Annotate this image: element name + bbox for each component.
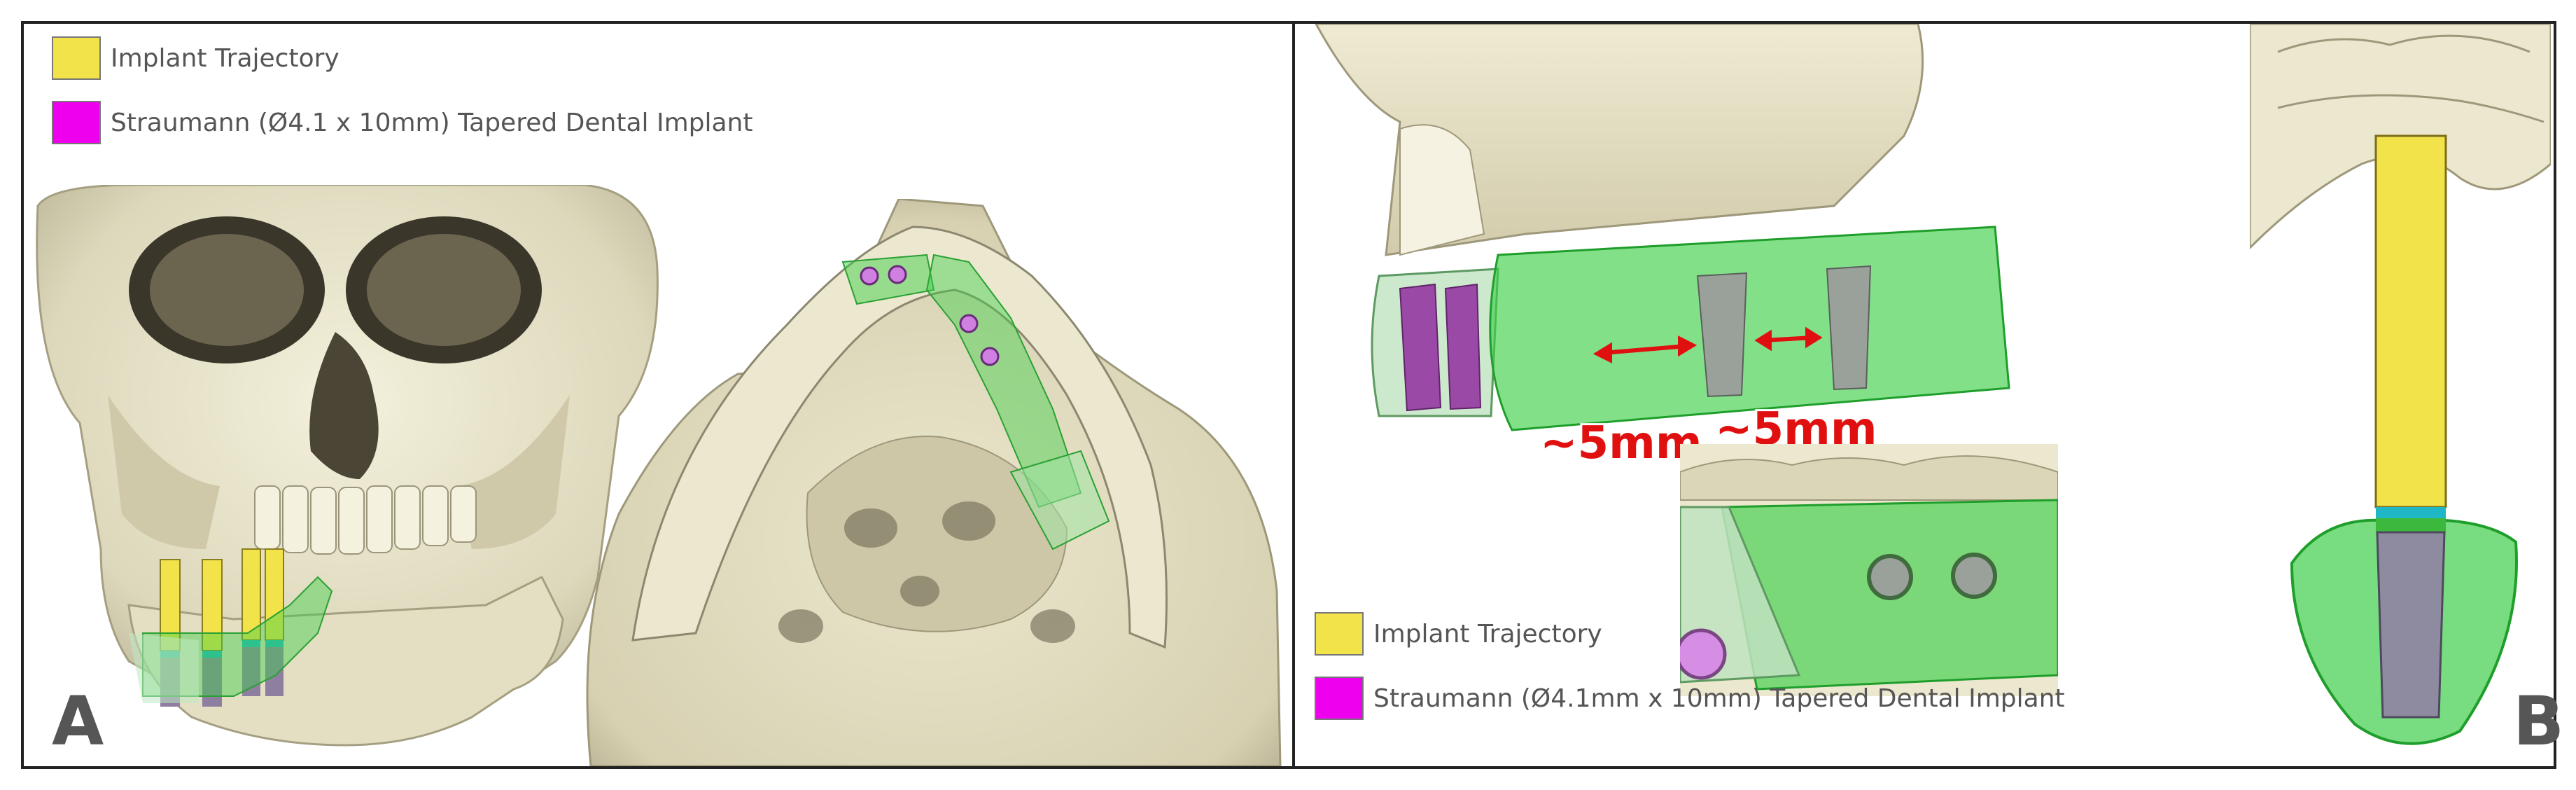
implant-swatch xyxy=(1315,677,1364,720)
legend-label: Straumann (Ø4.1mm x 10mm) Tapered Dental… xyxy=(1373,684,2065,713)
panel-label: A xyxy=(52,682,104,761)
panel-a-legend: Implant Trajectory Straumann (Ø4.1 x 10m… xyxy=(52,36,753,144)
legend-item-trajectory: Implant Trajectory xyxy=(52,36,753,80)
legend-item-trajectory: Implant Trajectory xyxy=(1315,612,2065,656)
trajectory-swatch xyxy=(52,36,101,80)
occlusal-closeup-render xyxy=(1680,444,2058,696)
panel-b-legend: Implant Trajectory Straumann (Ø4.1mm x 1… xyxy=(1315,612,2065,720)
lateral-guide-render: ~5mm ~5mm xyxy=(1315,24,2010,471)
implant-swatch xyxy=(52,101,101,144)
legend-label: Implant Trajectory xyxy=(111,43,340,73)
measure-label-left: ~5mm xyxy=(1540,417,1702,469)
legend-label: Implant Trajectory xyxy=(1373,619,1602,649)
legend-item-implant: Straumann (Ø4.1 x 10mm) Tapered Dental I… xyxy=(52,101,753,144)
frontal-skull-render xyxy=(36,185,659,747)
sagittal-implant-render xyxy=(2250,24,2551,745)
panel-label: B xyxy=(2513,682,2565,761)
inferior-skull-render xyxy=(586,199,1282,766)
legend-item-implant: Straumann (Ø4.1mm x 10mm) Tapered Dental… xyxy=(1315,677,2065,720)
legend-label: Straumann (Ø4.1 x 10mm) Tapered Dental I… xyxy=(111,108,753,137)
trajectory-swatch xyxy=(1315,612,1364,656)
panel-a: Implant Trajectory Straumann (Ø4.1 x 10m… xyxy=(21,21,1295,769)
panel-b: ~5mm ~5mm Implant Trajectory xyxy=(1292,21,2564,769)
